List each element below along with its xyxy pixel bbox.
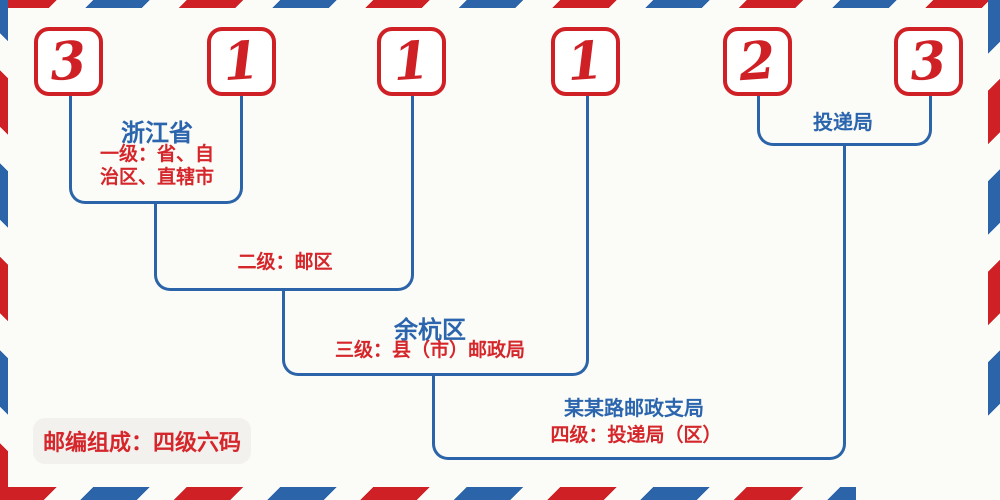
connector-line-digit3 [411,96,414,273]
delivery-office-label: 投递局 [813,112,873,134]
connector-line-digit1 [69,96,72,186]
digit-value: 1 [221,29,262,93]
connector-line-level3-drop [432,375,435,442]
connector-line-level2-drop [282,290,285,358]
connector-line-digit4 [586,96,589,358]
level1-desc-line2: 治区、直辖市 [99,167,215,188]
digit-box-2: 1 [207,27,276,96]
connector-line-digit2 [240,96,243,186]
digit-value: 2 [737,29,778,93]
digit-value: 3 [908,29,949,93]
level1-desc-label: 一级：省、自 治区、直辖市 [100,143,214,189]
connector-line-level1-drop [154,202,157,273]
digit-value: 1 [565,29,606,93]
digit-box-3: 1 [377,27,446,96]
level2-desc-label: 二级：邮区 [237,252,333,273]
bracket-delivery [757,126,932,146]
level3-desc-label: 三级：县（市）邮政局 [334,340,526,361]
bracket-level1 [69,184,243,204]
bracket-level3 [282,356,589,376]
bracket-level2 [154,271,414,291]
digit-box-6: 3 [894,27,963,96]
digit-box-4: 1 [551,27,620,96]
connector-line-delivery-drop [843,144,846,442]
footer-note: 邮编组成：四级六码 [42,430,241,455]
level1-desc-line1: 一级：省、自 [99,144,215,165]
connector-line-digit5 [757,96,760,128]
level4-desc-label: 四级：投递局（区） [550,425,722,446]
border-right-stripes [988,0,1000,416]
footer-note-box: 邮编组成：四级六码 [33,418,251,464]
digit-box-5: 2 [723,27,792,96]
border-top-stripes [0,0,1000,8]
bracket-level4 [432,440,846,460]
branch-name-label: 某某路邮政支局 [564,398,704,420]
digit-box-1: 3 [34,27,103,96]
digit-value: 3 [48,29,89,93]
district-name-label: 余杭区 [394,317,466,344]
province-name-label: 浙江省 [121,120,193,147]
connector-line-digit6 [929,96,932,128]
border-left-stripes [0,0,8,500]
digit-value: 1 [391,29,432,93]
border-bottom-stripes [0,487,856,500]
